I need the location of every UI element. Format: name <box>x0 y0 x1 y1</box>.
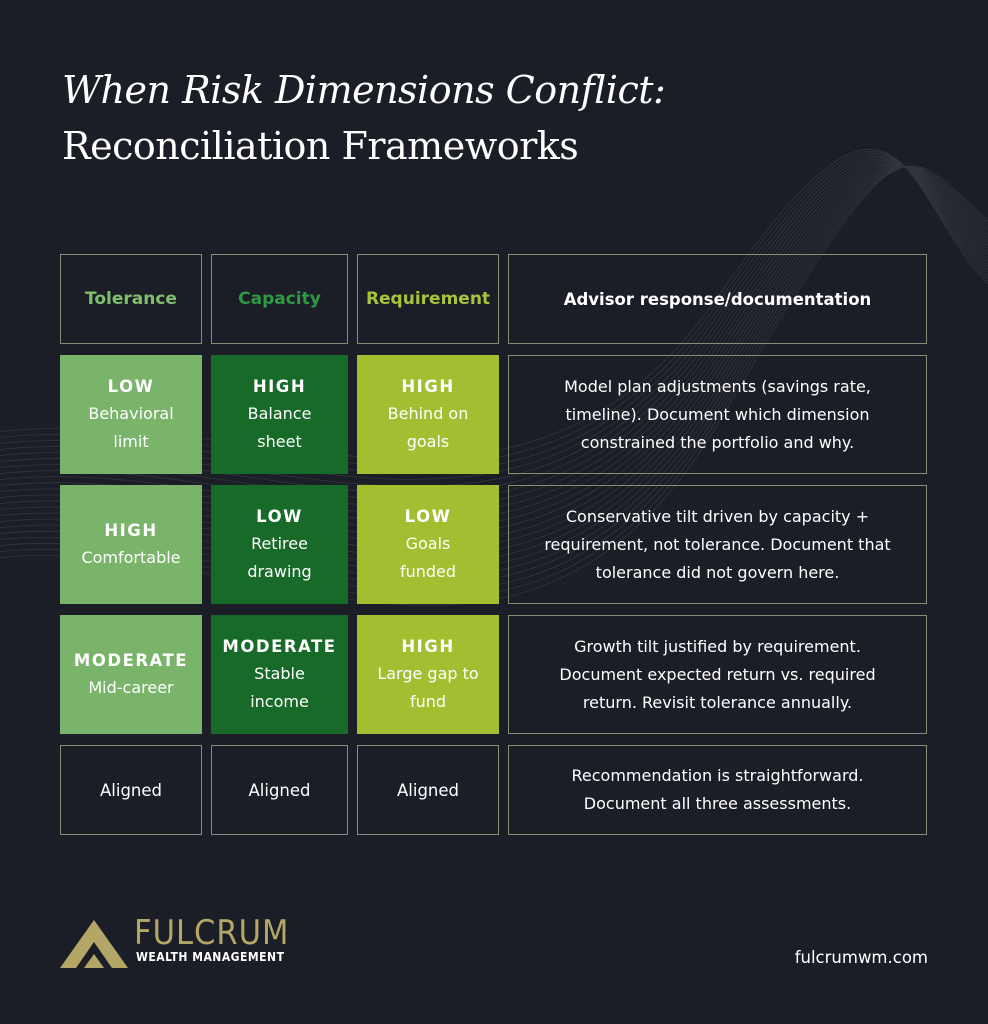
row1-advisor-response: Model plan adjustments (savings rate, ti… <box>508 355 927 474</box>
row1-tolerance-desc: Behavioral limit <box>88 404 174 451</box>
row1-tolerance-cell: LOW Behavioral limit <box>60 355 202 474</box>
row2-capacity-desc: Retiree drawing <box>247 534 312 581</box>
row3-capacity-level: MODERATE <box>222 637 337 656</box>
title-line-1: When Risk Dimensions Conflict: <box>62 68 666 112</box>
row1-response-text: Model plan adjustments (savings rate, ti… <box>564 376 871 452</box>
header-advisor-response: Advisor response/documentation <box>508 254 927 344</box>
aligned-advisor-response: Recommendation is straightforward. Docum… <box>508 745 927 835</box>
aligned-requirement: Aligned <box>357 745 499 835</box>
website-link[interactable]: fulcrumwm.com <box>794 948 928 967</box>
brand-subtitle: WEALTH MANAGEMENT <box>136 950 285 964</box>
row2-response-text: Conservative tilt driven by capacity + r… <box>544 506 891 582</box>
row3-advisor-response: Growth tilt justified by requirement. Do… <box>508 615 927 734</box>
page-title: When Risk Dimensions Conflict: Reconcili… <box>62 62 666 174</box>
row3-tolerance-desc: Mid-career <box>88 678 174 697</box>
row1-requirement-desc: Behind on goals <box>387 404 469 451</box>
aligned-response-text: Recommendation is straightforward. Docum… <box>571 766 864 813</box>
row2-requirement-cell: LOW Goals funded <box>357 485 499 604</box>
row3-capacity-cell: MODERATE Stable income <box>211 615 348 734</box>
row3-requirement-level: HIGH <box>401 637 455 656</box>
header-requirement: Requirement <box>357 254 499 344</box>
row2-advisor-response: Conservative tilt driven by capacity + r… <box>508 485 927 604</box>
row2-capacity-level: LOW <box>256 507 303 526</box>
wave-line <box>0 158 988 501</box>
reconciliation-table: Tolerance Capacity Requirement Advisor r… <box>60 254 928 835</box>
row2-tolerance-cell: HIGH Comfortable <box>60 485 202 604</box>
row1-capacity-desc: Balance sheet <box>247 404 312 451</box>
row3-tolerance-level: MODERATE <box>73 651 189 670</box>
row1-tolerance-level: LOW <box>107 377 155 396</box>
row2-requirement-desc: Goals funded <box>399 534 457 581</box>
row3-response-text: Growth tilt justified by requirement. Do… <box>559 636 876 712</box>
row2-requirement-level: LOW <box>404 507 452 526</box>
fulcrum-logo: FULCRUM WEALTH MANAGEMENT <box>60 912 290 972</box>
row3-requirement-desc: Large gap to fund <box>377 664 479 711</box>
wave-line <box>0 166 988 592</box>
row3-tolerance-cell: MODERATE Mid-career <box>60 615 202 734</box>
header-tolerance: Tolerance <box>60 254 202 344</box>
row1-requirement-level: HIGH <box>401 377 455 396</box>
header-capacity: Capacity <box>211 254 348 344</box>
row1-requirement-cell: HIGH Behind on goals <box>357 355 499 474</box>
title-line-2: Reconciliation Frameworks <box>62 124 579 168</box>
row2-tolerance-desc: Comfortable <box>81 548 181 567</box>
row1-capacity-level: HIGH <box>252 377 307 396</box>
row2-capacity-cell: LOW Retiree drawing <box>211 485 348 604</box>
row2-tolerance-level: HIGH <box>104 521 158 540</box>
aligned-tolerance: Aligned <box>60 745 202 835</box>
aligned-capacity: Aligned <box>211 745 348 835</box>
row3-capacity-desc: Stable income <box>250 664 309 711</box>
row1-capacity-cell: HIGH Balance sheet <box>211 355 348 474</box>
wave-line <box>0 165 988 599</box>
wave-line <box>0 165 988 606</box>
wave-line <box>0 166 988 585</box>
fulcrum-chevron-icon <box>60 920 128 968</box>
row3-requirement-cell: HIGH Large gap to fund <box>357 615 499 734</box>
brand-name: FULCRUM <box>134 913 290 953</box>
